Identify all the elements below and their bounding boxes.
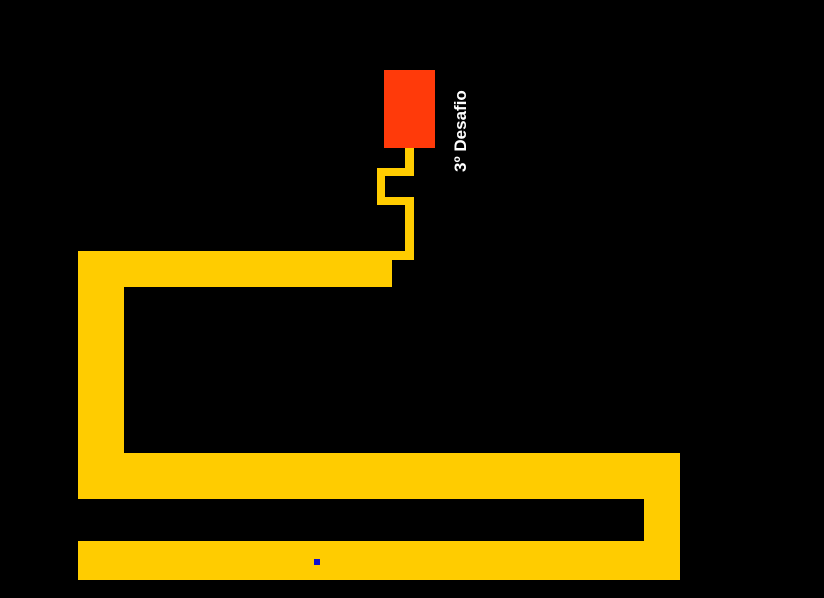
maze-path-thin-vertical-left[interactable] — [377, 168, 385, 205]
maze-path-bottom-corridor[interactable] — [78, 541, 680, 580]
maze-path-top-corridor[interactable] — [78, 251, 392, 287]
maze-path-thin-horizontal-lower[interactable] — [377, 197, 414, 205]
maze-path-middle-corridor[interactable] — [78, 453, 680, 499]
player-marker[interactable] — [314, 559, 320, 565]
maze-path-thin-vertical-upper[interactable] — [405, 146, 414, 176]
level-title: 3º Desafio — [451, 90, 470, 172]
goal-block[interactable] — [384, 70, 435, 148]
maze-path-narrow-step[interactable] — [390, 251, 414, 260]
maze-path-thin-horizontal-upper[interactable] — [377, 168, 414, 176]
maze-path-thin-vertical-lower[interactable] — [405, 197, 414, 260]
maze-path-left-corridor[interactable] — [78, 251, 124, 499]
